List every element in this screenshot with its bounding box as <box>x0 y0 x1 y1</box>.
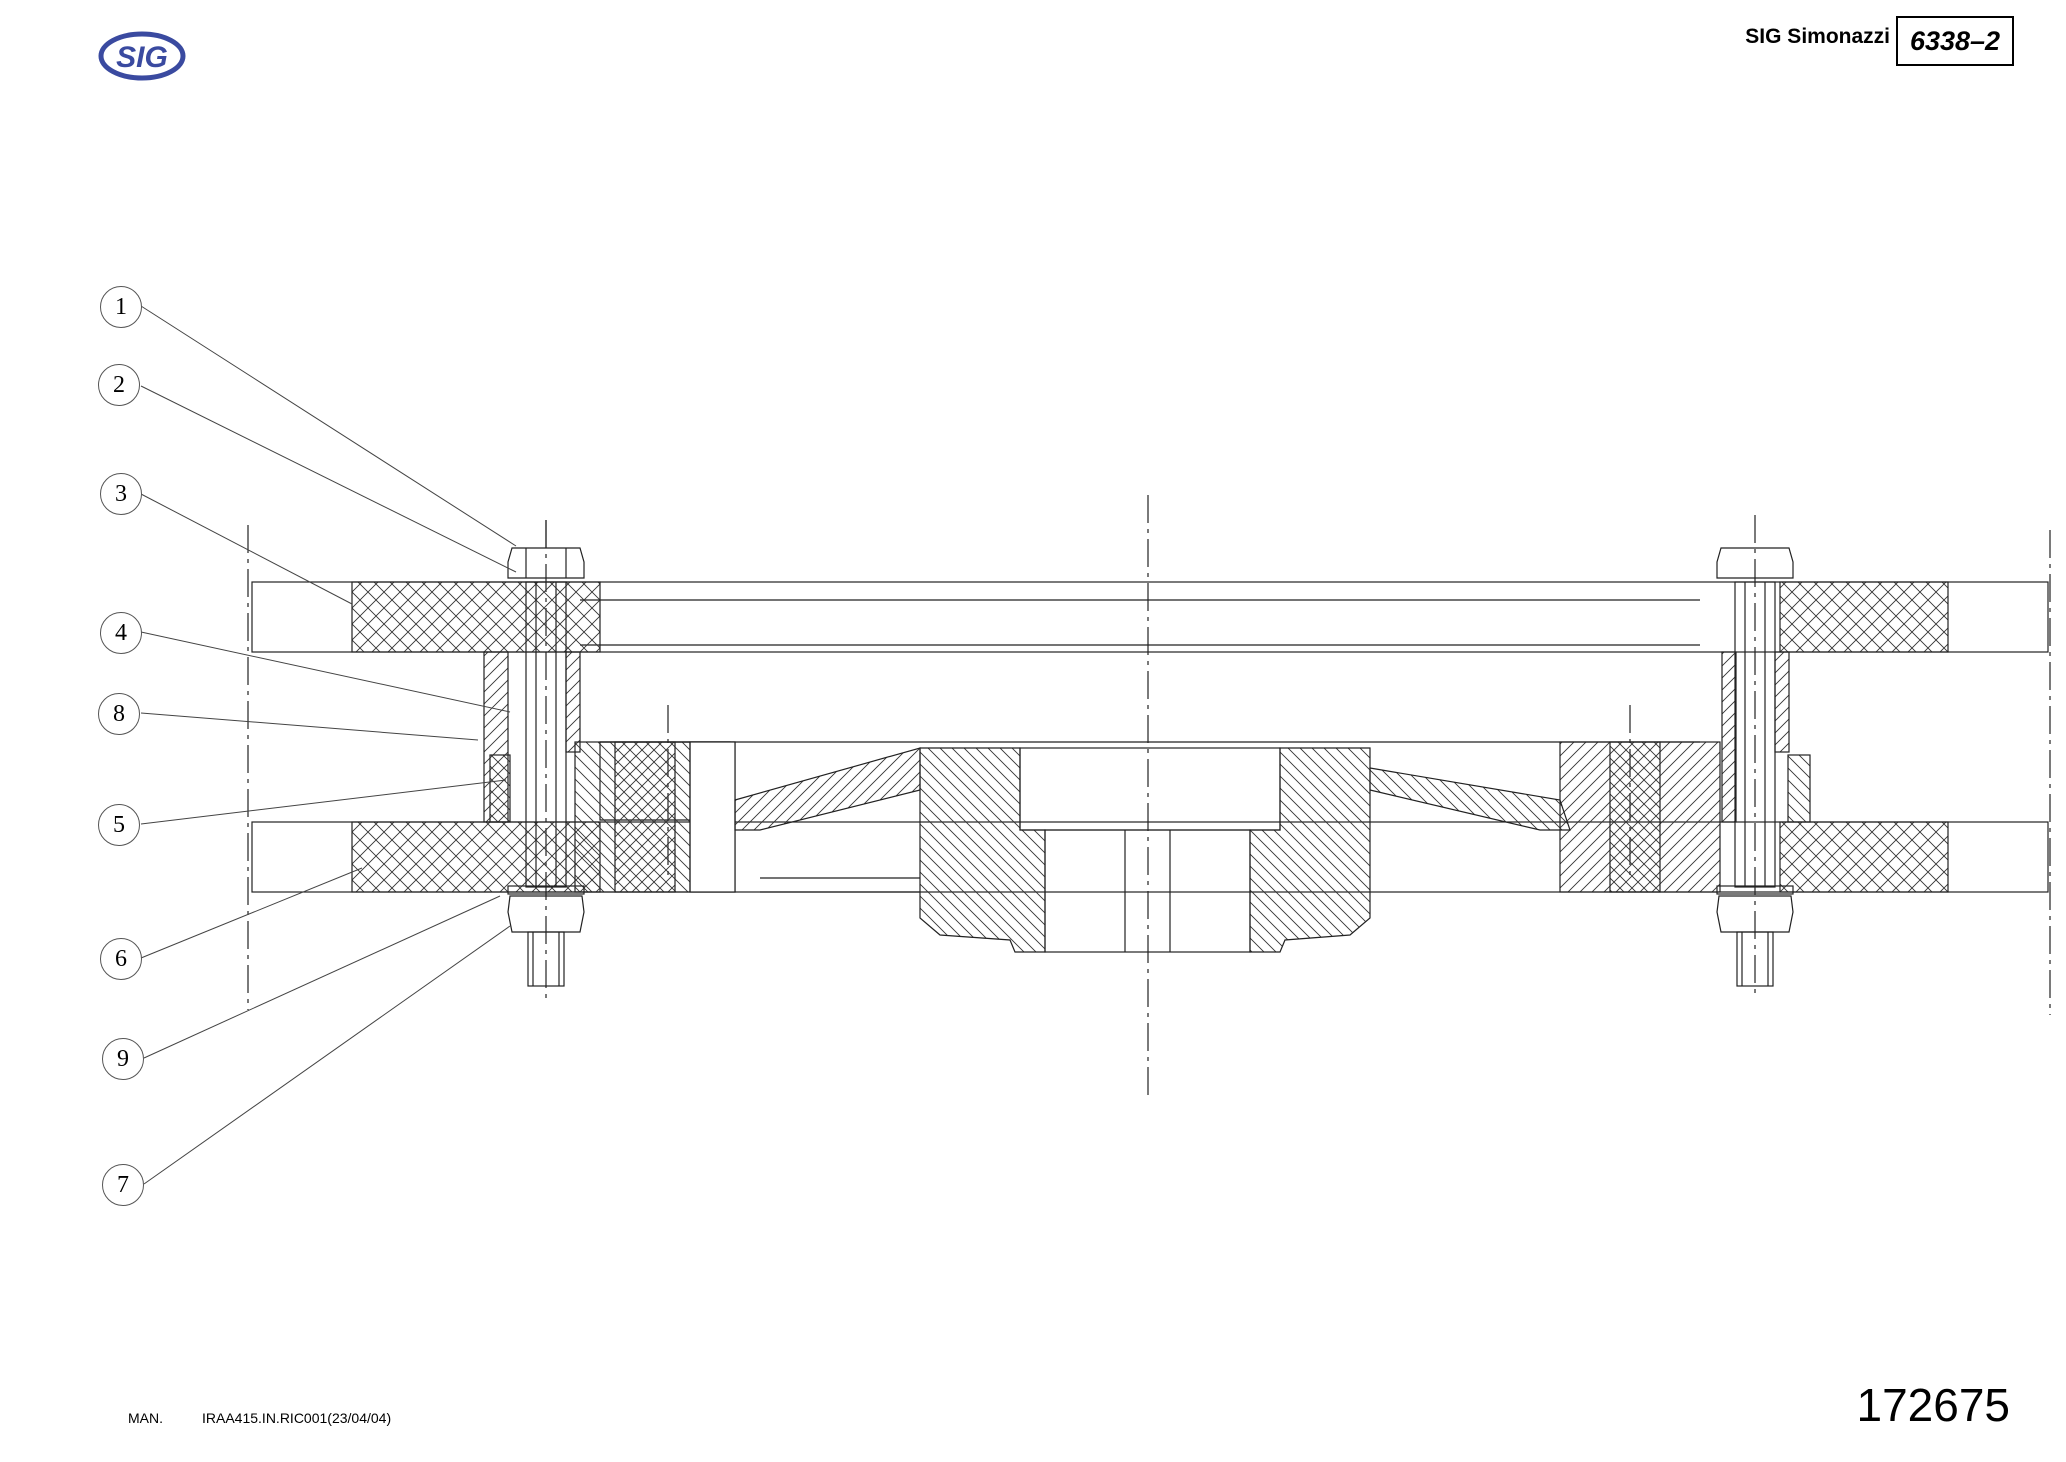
callout-3: 3 <box>100 473 142 515</box>
callout-5: 5 <box>98 804 140 846</box>
callout-4: 4 <box>100 612 142 654</box>
callout-6: 6 <box>100 938 142 980</box>
svg-text:SIG: SIG <box>116 41 168 74</box>
sig-logo: SIG <box>98 31 186 81</box>
callout-2: 2 <box>98 364 140 406</box>
callout-8: 8 <box>98 693 140 735</box>
document-reference: IRAA415.IN.RIC001(23/04/04) <box>202 1410 392 1426</box>
page-number: 172675 <box>1856 1379 2011 1431</box>
brand-name: SIG Simonazzi <box>1745 25 1890 48</box>
callout-7: 7 <box>102 1164 144 1206</box>
manual-label: MAN. <box>128 1410 163 1426</box>
callout-9: 9 <box>102 1038 144 1080</box>
callout-1: 1 <box>100 286 142 328</box>
drawing-code: 6338–2 <box>1896 16 2014 66</box>
